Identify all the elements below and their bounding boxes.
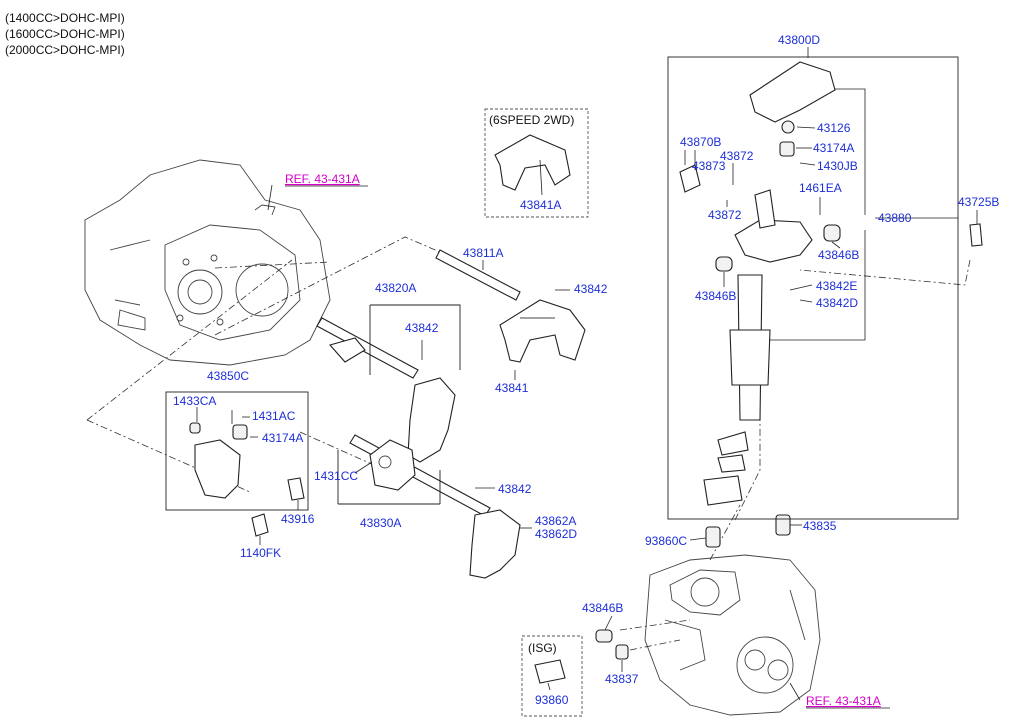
shift-shaft — [703, 274, 771, 506]
sensor-93860C — [705, 526, 721, 548]
label-43916: 43916 — [281, 512, 315, 526]
label-43872-top: 43872 — [720, 149, 754, 163]
shift-lug-43841 — [499, 299, 586, 363]
label-43842D: 43842D — [816, 296, 858, 310]
plug-43835 — [775, 514, 791, 536]
transmission-case-left — [84, 159, 331, 366]
label-43800D: 43800D — [778, 33, 820, 47]
label-43811A: 43811A — [463, 246, 503, 260]
bolt-43916 — [287, 477, 305, 501]
label-43842-top: 43842 — [574, 282, 608, 296]
shift-rail-upper — [435, 249, 521, 301]
shift-fork-43862A — [469, 509, 521, 579]
label-43842-bottom: 43842 — [498, 482, 532, 496]
label-93860: 93860 — [535, 693, 569, 707]
label-43846B-bottom: 43846B — [582, 601, 623, 615]
box-isg — [521, 635, 583, 717]
label-1140FK: 1140FK — [240, 546, 281, 560]
label-43842-mid: 43842 — [405, 321, 439, 335]
shift-lug-43841A — [494, 134, 571, 191]
label-43846B-left: 43846B — [695, 289, 736, 303]
assembly-box-43800D — [667, 56, 959, 520]
label-43725B: 43725B — [958, 195, 999, 209]
label-1430JB: 1430JB — [817, 159, 858, 173]
sleeve-43846B-bottom — [595, 629, 613, 643]
plug-43837 — [615, 644, 629, 660]
guide-lines — [86, 236, 971, 651]
header-line-3: (2000CC>DOHC-MPI) — [5, 43, 125, 57]
label-43174A-left: 43174A — [262, 431, 303, 445]
header-line-2: (1600CC>DOHC-MPI) — [5, 27, 125, 41]
label-43841: 43841 — [495, 381, 529, 395]
label-43126: 43126 — [817, 121, 851, 135]
bolt-43725B — [969, 223, 983, 247]
part-labels: 43800D 43126 43174A 1430JB 43870B 43873 … — [173, 33, 999, 709]
label-43880: 43880 — [878, 211, 912, 225]
label-43850C: 43850C — [207, 369, 249, 383]
control-lever-43800D — [749, 61, 836, 134]
label-43872-bottom: 43872 — [708, 208, 742, 222]
label-isg: (ISG) — [528, 641, 557, 655]
transmission-case-bottom — [644, 554, 821, 716]
bracket-43830A — [337, 450, 441, 505]
label-43841A: 43841A — [520, 198, 561, 212]
shift-fork-43830A — [369, 439, 416, 491]
label-43870B: 43870B — [680, 135, 721, 149]
label-1431CC: 1431CC — [314, 469, 358, 483]
label-43830A: 43830A — [360, 516, 401, 530]
label-43837: 43837 — [605, 672, 639, 686]
bolt-1140FK — [251, 513, 269, 537]
box-6speed-2wd — [484, 108, 589, 218]
ref-top[interactable]: REF. 43-431A — [285, 172, 360, 186]
label-43846B-right: 43846B — [818, 248, 859, 262]
label-43862D: 43862D — [535, 527, 577, 541]
lever-assembly-43850C — [189, 410, 248, 499]
housing-43880 — [679, 141, 841, 272]
label-43820A: 43820A — [375, 281, 416, 295]
label-1431AC: 1431AC — [252, 409, 296, 423]
assembly-box-43850C — [165, 391, 309, 511]
ref-bottom[interactable]: REF. 43-431A — [806, 694, 881, 708]
label-43174A-right: 43174A — [813, 141, 854, 155]
label-43835: 43835 — [803, 519, 837, 533]
label-93860C: 93860C — [645, 534, 687, 548]
leader-lines — [196, 47, 978, 701]
shift-rail-middle — [316, 317, 419, 379]
shift-fork-43820A — [329, 337, 456, 463]
label-1433CA: 1433CA — [173, 394, 216, 408]
header-line-1: (1400CC>DOHC-MPI) — [5, 11, 125, 25]
label-1461EA: 1461EA — [799, 181, 842, 195]
label-43862A: 43862A — [535, 514, 576, 528]
bracket-43820A — [369, 304, 461, 375]
label-43842E: 43842E — [816, 279, 857, 293]
label-6speed-2wd: (6SPEED 2WD) — [489, 113, 574, 127]
sensor-93860 — [534, 659, 566, 684]
label-43873: 43873 — [692, 159, 726, 173]
